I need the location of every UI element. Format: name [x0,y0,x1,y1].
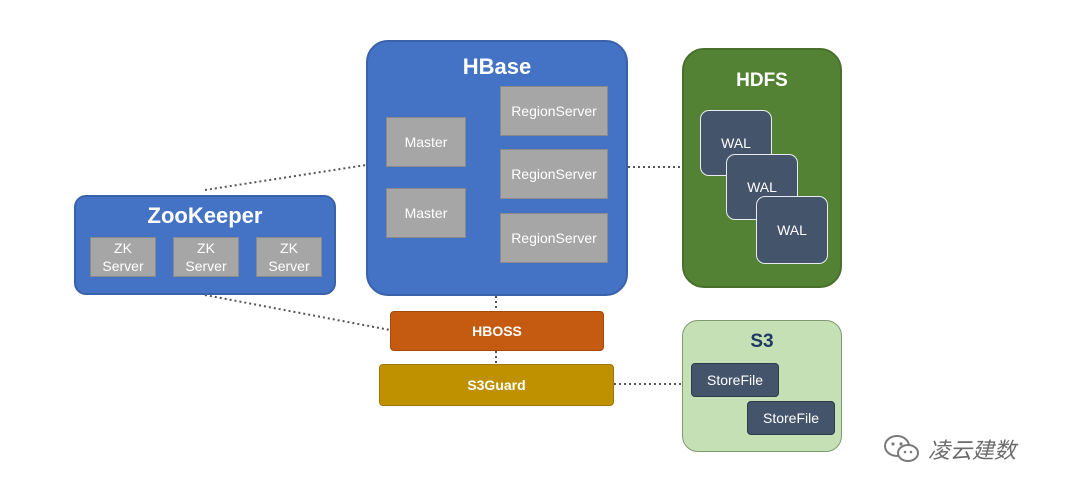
watermark: 凌云建数 [882,432,1052,466]
zookeeper-hbase-link [204,164,367,191]
zk-server-label: ZK Server [102,240,144,274]
zk-server-box: ZK Server [173,237,239,277]
store-file-box: StoreFile [691,363,779,397]
region-server-label: RegionServer [511,230,597,246]
region-server-label: RegionServer [511,166,597,182]
hbase-group: HBase Master Master RegionServer RegionS… [366,40,628,296]
hboss-bar: HBOSS [390,311,604,351]
region-server-label: RegionServer [511,103,597,119]
hbase-title: HBase [462,54,532,79]
zk-server-label: ZK Server [268,240,310,274]
store-file-label: StoreFile [762,410,820,426]
master-box: Master [386,188,466,238]
hboss-label: HBOSS [472,323,522,339]
hdfs-title: HDFS [736,70,788,91]
s3-title: S3 [750,331,774,352]
master-label: Master [404,205,448,221]
region-server-box: RegionServer [500,149,608,199]
store-file-label: StoreFile [706,372,764,388]
s3guard-label: S3Guard [467,377,526,393]
wal-label: WAL [747,179,777,195]
wal-box: WAL [756,196,828,264]
zookeeper-title: ZooKeeper [147,203,263,228]
zookeeper-hboss-link [204,294,391,331]
master-box: Master [386,117,466,167]
region-server-box: RegionServer [500,213,608,263]
s3guard-bar: S3Guard [379,364,614,406]
region-server-box: RegionServer [500,86,608,136]
s3-group: S3 StoreFile StoreFile [682,320,842,452]
zk-server-box: ZK Server [90,237,156,277]
zookeeper-group: ZooKeeper ZK Server ZK Server ZK Server [74,195,336,295]
master-label: Master [404,134,448,150]
watermark-text: 凌云建数 [928,439,1017,464]
wal-label: WAL [721,135,751,151]
store-file-box: StoreFile [747,401,835,435]
wechat-icon [884,435,919,462]
zk-server-label: ZK Server [185,240,227,274]
zk-server-box: ZK Server [256,237,322,277]
wal-label: WAL [777,222,807,238]
hdfs-group: HDFS WAL WAL WAL [682,48,842,288]
